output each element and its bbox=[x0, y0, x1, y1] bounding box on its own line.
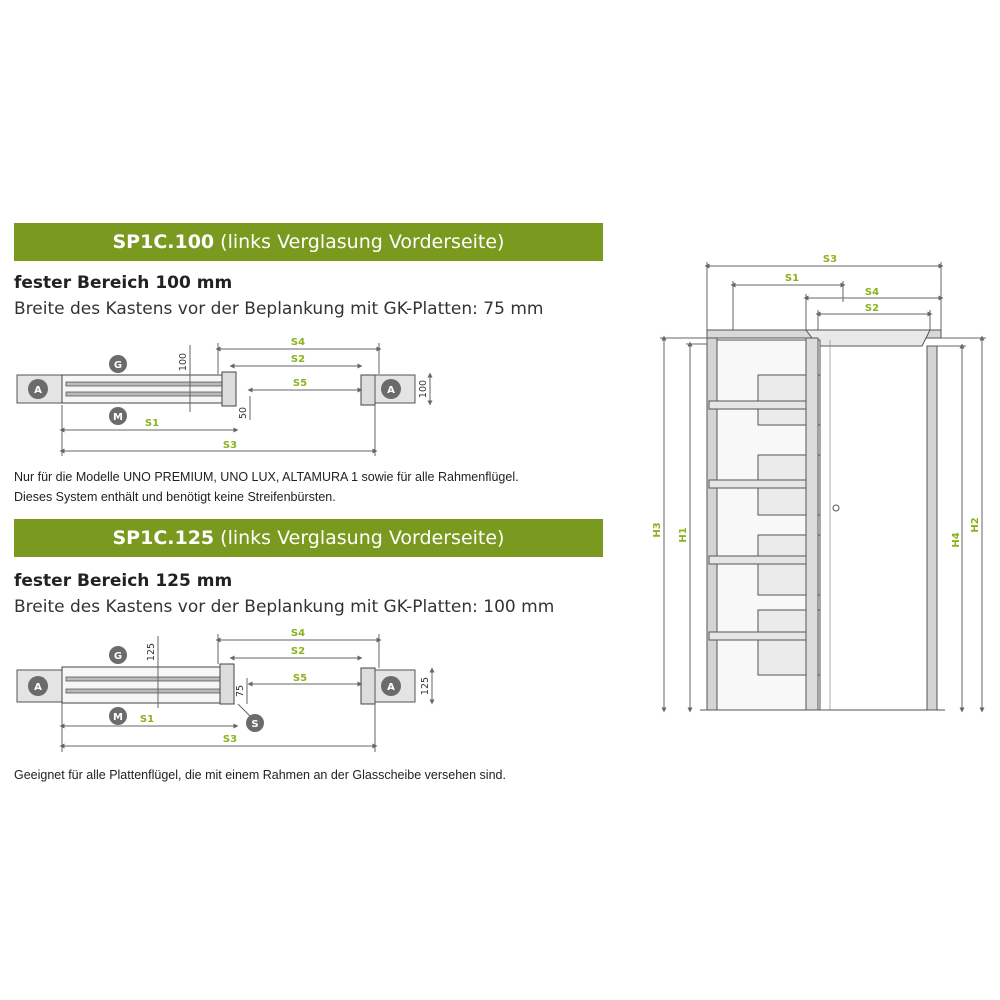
section2-note-line1: Geeignet für alle Plattenflügel, die mit… bbox=[14, 768, 506, 782]
dim-label-s3: S3 bbox=[223, 440, 237, 451]
dim-label-h3: H3 bbox=[652, 522, 663, 537]
dim-value-small: 50 bbox=[238, 407, 249, 419]
rail-2 bbox=[708, 479, 808, 489]
section1-subtitle: Breite des Kastens vor der Beplankung mi… bbox=[14, 299, 544, 319]
marker-m-label: M bbox=[113, 412, 123, 423]
dim-label-s1: S1 bbox=[785, 273, 799, 284]
marker-g-label: G bbox=[114, 651, 122, 662]
casing-end-profile bbox=[219, 663, 235, 705]
marker-a-left-label: A bbox=[34, 682, 42, 693]
marker-m bbox=[109, 707, 127, 725]
marker-g bbox=[109, 355, 127, 373]
section1-note: Nur für die Modelle UNO PREMIUM, UNO LUX… bbox=[14, 467, 519, 507]
section2-subtitle: Breite des Kastens vor der Beplankung mi… bbox=[14, 597, 555, 617]
dim-label-s2: S2 bbox=[865, 303, 879, 314]
dim-label-s3: S3 bbox=[223, 734, 237, 745]
dim-label-s2: S2 bbox=[291, 646, 305, 657]
dim-value-wall: 100 bbox=[418, 380, 429, 398]
section1-title: fester Bereich 100 mm bbox=[14, 273, 233, 293]
dim-label-s5: S5 bbox=[293, 378, 307, 389]
rail-4 bbox=[708, 631, 808, 641]
glass-panel bbox=[65, 391, 227, 397]
marker-m bbox=[109, 407, 127, 425]
elevation-diagram: S3 S1 S4 S2 H3 H1 H bbox=[652, 254, 986, 713]
dim-label-s4: S4 bbox=[291, 337, 305, 348]
dim-label-s1: S1 bbox=[145, 418, 159, 429]
section1-plan-diagram: S4 S2 S5 S1 S3 100 50 100 A A G M bbox=[16, 337, 433, 456]
dim-value-height: 100 bbox=[178, 353, 189, 371]
casing-end-profile bbox=[221, 371, 237, 407]
jamb-right bbox=[360, 374, 376, 406]
dim-label-s4: S4 bbox=[291, 628, 305, 639]
section2-desc: (links Verglasung Vorderseite) bbox=[220, 527, 505, 549]
marker-a-right bbox=[381, 676, 401, 696]
section2-code: SP1C.125 bbox=[112, 527, 215, 549]
dim-label-h4: H4 bbox=[951, 532, 962, 547]
marker-s bbox=[246, 714, 264, 732]
marker-a-left bbox=[28, 676, 48, 696]
pocket-post bbox=[706, 337, 718, 711]
jamb-right bbox=[360, 667, 376, 705]
section2-plan-diagram: S4 S2 S5 S1 S3 125 75 125 A A G M S bbox=[16, 628, 435, 752]
dim-label-s5: S5 bbox=[293, 673, 307, 684]
pocket-casing bbox=[61, 374, 235, 404]
section1-note-line1: Nur für die Modelle UNO PREMIUM, UNO LUX… bbox=[14, 470, 519, 484]
section1-note-line2: Dieses System enthält und benötigt keine… bbox=[14, 490, 336, 504]
glass-panel bbox=[65, 688, 227, 694]
dim-label-h2: H2 bbox=[970, 517, 981, 532]
dim-label-s3: S3 bbox=[823, 254, 837, 265]
marker-s-label: S bbox=[251, 719, 258, 730]
jamb-right bbox=[926, 345, 938, 711]
dim-value-height: 125 bbox=[146, 643, 157, 661]
dim-label-h1: H1 bbox=[678, 527, 689, 542]
rail-3 bbox=[708, 555, 808, 565]
section1-code: SP1C.100 bbox=[112, 231, 215, 253]
rail-1 bbox=[708, 400, 808, 410]
marker-g-label: G bbox=[114, 360, 122, 371]
door-handle-icon bbox=[832, 504, 840, 512]
section2-note: Geeignet für alle Plattenflügel, die mit… bbox=[14, 765, 506, 785]
fixed-stile bbox=[805, 337, 819, 711]
dim-value-small: 75 bbox=[235, 685, 246, 697]
marker-m-label: M bbox=[113, 712, 123, 723]
dim-value-wall: 125 bbox=[420, 677, 431, 695]
section2-title: fester Bereich 125 mm bbox=[14, 571, 233, 591]
dim-label-s4: S4 bbox=[865, 287, 879, 298]
marker-g bbox=[109, 646, 127, 664]
marker-a-right-label: A bbox=[387, 385, 395, 396]
dim-label-s2: S2 bbox=[291, 354, 305, 365]
dim-label-s1: S1 bbox=[140, 714, 154, 725]
marker-a-left bbox=[28, 379, 48, 399]
top-architrave bbox=[805, 329, 931, 347]
pocket-casing bbox=[61, 666, 235, 704]
marker-a-left-label: A bbox=[34, 385, 42, 396]
section1-banner: SP1C.100 (links Verglasung Vorderseite) bbox=[14, 223, 603, 261]
section1-desc: (links Verglasung Vorderseite) bbox=[220, 231, 505, 253]
door-leaf bbox=[65, 381, 227, 387]
door-leaf bbox=[65, 676, 227, 682]
marker-a-right-label: A bbox=[387, 682, 395, 693]
marker-a-right bbox=[381, 379, 401, 399]
section2-banner: SP1C.125 (links Verglasung Vorderseite) bbox=[14, 519, 603, 557]
